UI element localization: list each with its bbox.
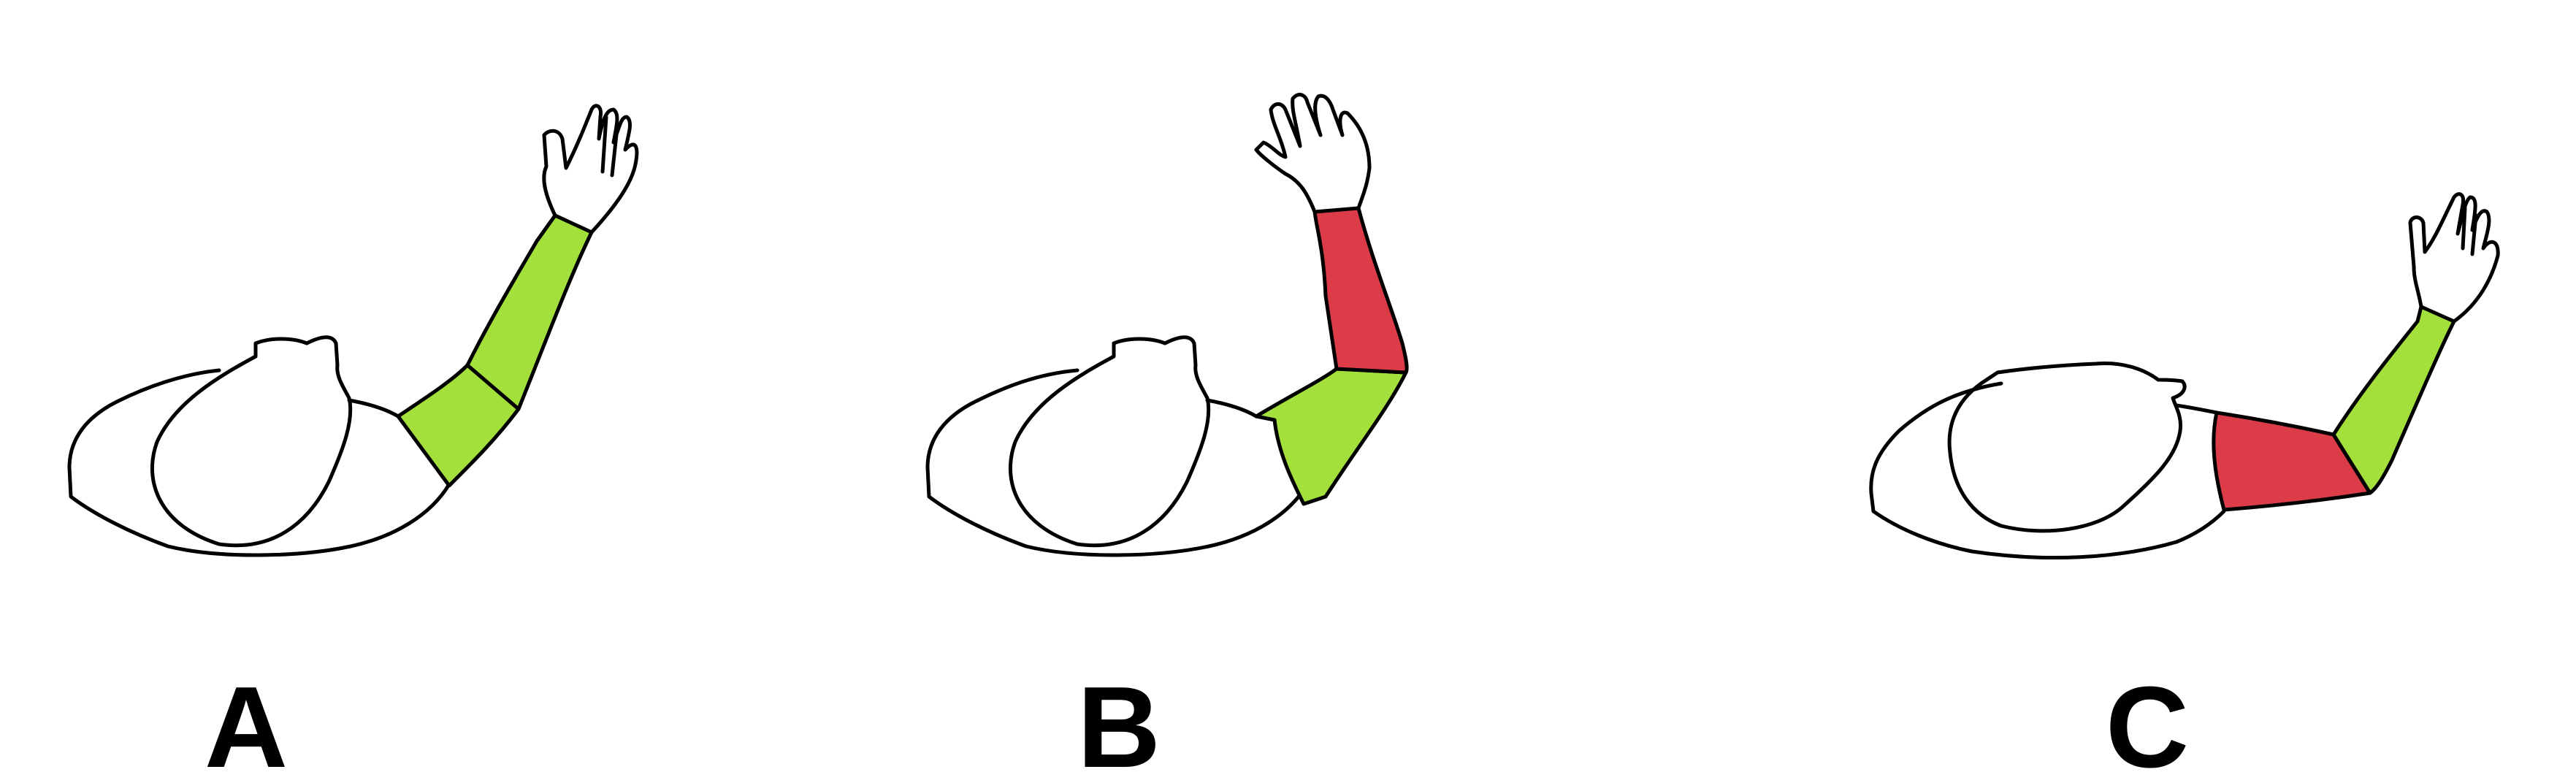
- hand-outline: [2408, 192, 2500, 324]
- head-outline: [150, 335, 353, 548]
- forearm-segment: [465, 213, 594, 411]
- torso-outline: [67, 368, 451, 557]
- neck-line: [347, 398, 400, 419]
- forearm-segment: [1312, 206, 1409, 375]
- hand-outline: [1254, 93, 1372, 214]
- panel-b: [925, 93, 1409, 557]
- panel-label-b: B: [1077, 663, 1161, 772]
- neck-line: [1205, 398, 1258, 419]
- panel-label-c: C: [2106, 663, 2189, 772]
- panel-c: [1869, 192, 2500, 559]
- upper-arm-segment: [1254, 367, 1408, 506]
- torso-outline: [925, 368, 1310, 557]
- head-outline: [1947, 361, 2187, 533]
- forearm-segment: [2331, 305, 2456, 495]
- upper-arm-segment: [2212, 410, 2372, 512]
- head-outline: [1008, 335, 1211, 548]
- panel-label-a: A: [205, 663, 288, 772]
- torso-outline: [1869, 381, 2226, 559]
- neck-line: [2174, 403, 2219, 415]
- panel-a: [67, 104, 639, 557]
- hand-outline: [542, 104, 639, 234]
